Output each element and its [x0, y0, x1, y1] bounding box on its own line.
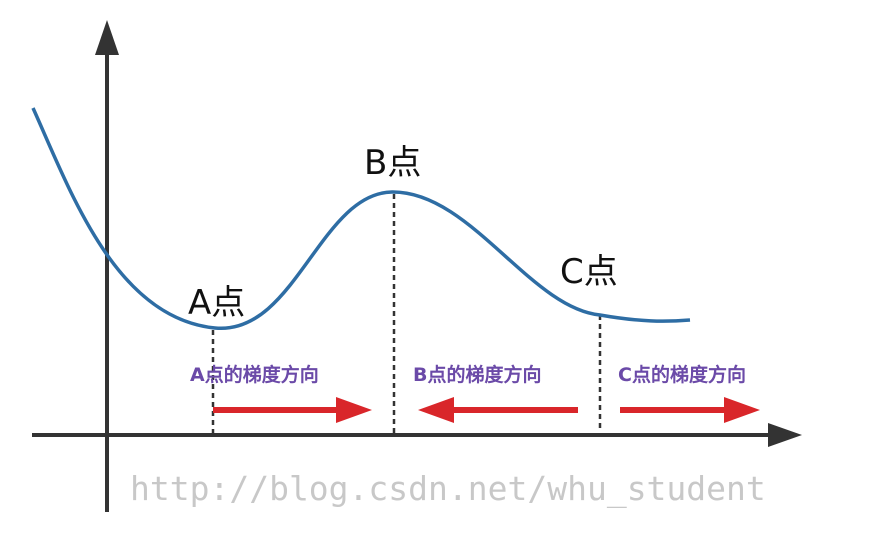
function-curve — [31, 107, 691, 330]
gradient-c-label: C点的梯度方向 — [618, 363, 746, 386]
gradient-c-arrow — [620, 397, 760, 423]
point-c-label: C点 — [560, 252, 618, 292]
watermark: http://blog.csdn.net/whu_student — [130, 469, 766, 509]
point-b-label: B点 — [364, 143, 421, 183]
gradient-b-label: B点的梯度方向 — [413, 363, 541, 386]
gradient-b-arrow — [418, 397, 578, 423]
x-axis-arrowhead — [768, 423, 802, 447]
gradient-a-label: A点的梯度方向 — [190, 363, 319, 386]
y-axis-arrowhead — [95, 20, 119, 55]
gradient-a-arrow — [213, 397, 372, 423]
point-a-label: A点 — [188, 283, 245, 323]
